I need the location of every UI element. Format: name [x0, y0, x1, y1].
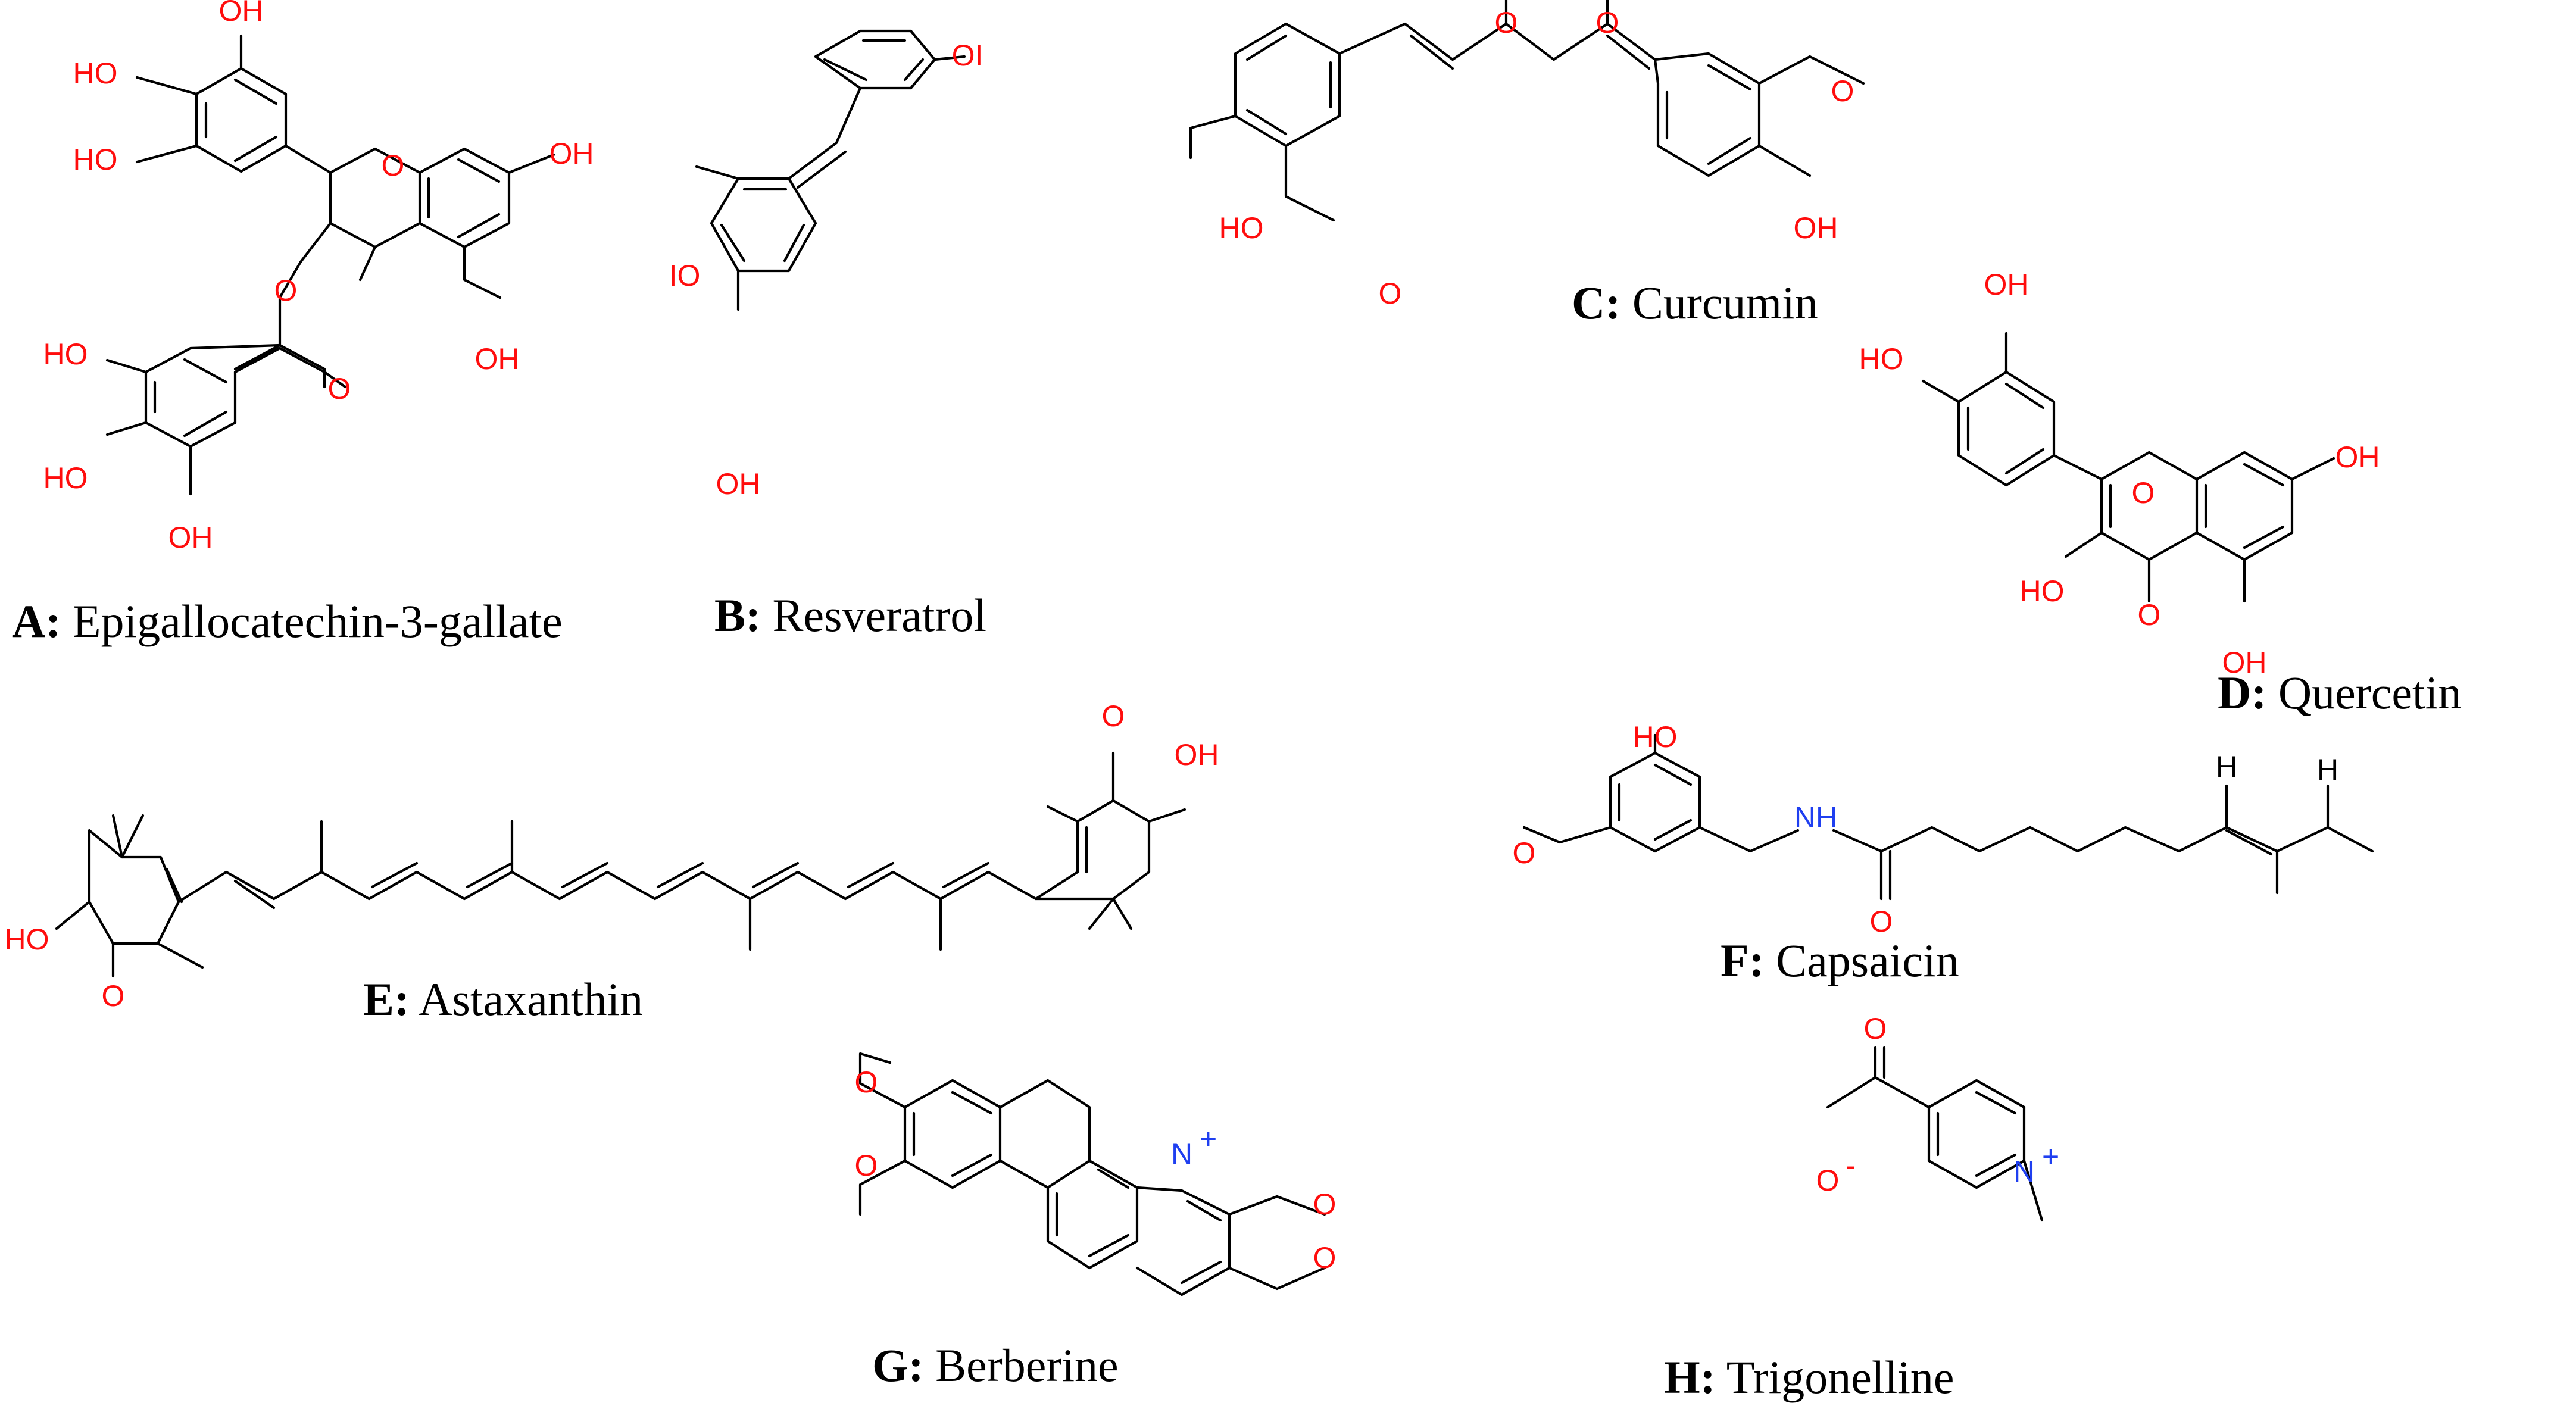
atom-label-o: O	[2132, 476, 2155, 510]
atom-label-ho: HO	[2020, 574, 2065, 608]
atom-label-o: O	[328, 372, 351, 405]
atom-label-oh-cut: OI	[952, 39, 983, 72]
atom-label-o: O	[855, 1066, 878, 1099]
atom-label-o: O	[1102, 699, 1125, 733]
atom-label-o: O	[1313, 1188, 1337, 1221]
atom-label-ho: HO	[1859, 342, 1904, 376]
structure-capsaicin	[1522, 733, 2374, 901]
atom-label-o: O	[1495, 6, 1518, 39]
atom-label-ho: HO	[73, 143, 118, 176]
atom-label-o: O	[382, 149, 405, 182]
atom-label-o: O	[1379, 277, 1402, 310]
atom-label-oh: OH	[549, 137, 594, 170]
atom-label-o: O	[102, 979, 125, 1013]
atom-label-oh: OH	[1794, 211, 1838, 245]
atom-label-o: O	[855, 1149, 878, 1182]
atom-label-o: O	[1864, 1012, 1887, 1045]
atom-label-h: H	[2317, 753, 2338, 786]
atom-label-o: O	[1870, 905, 1893, 938]
atom-label-o: O	[1313, 1241, 1337, 1274]
structure-resveratrol	[695, 29, 966, 311]
atom-label-ho-cut: IO	[669, 259, 701, 292]
atom-label-h: H	[2216, 750, 2237, 783]
structure-egcg	[105, 34, 555, 496]
caption-e: E: Astaxanthin	[363, 973, 643, 1025]
atom-label-ho: HO	[1633, 720, 1678, 754]
caption-c: C: Curcumin	[1572, 277, 1818, 329]
atom-label-ho: HO	[43, 461, 88, 495]
structure-astaxanthin	[55, 751, 1186, 978]
atom-label-o: O	[274, 274, 298, 307]
atom-label-n: N	[1171, 1137, 1192, 1170]
atom-label-oh: OH	[168, 521, 213, 554]
atom-label-o: O	[1831, 74, 1854, 108]
atom-label-oh: OH	[1984, 268, 2029, 301]
structure-trigonelline	[1826, 1046, 2044, 1222]
caption-a: A: Epigallocatechin-3-gallate	[12, 595, 563, 647]
caption-b: B: Resveratrol	[714, 589, 986, 641]
structure-berberine	[858, 1052, 1326, 1296]
atom-label-oh: OH	[475, 342, 520, 376]
atom-label-oh: OH	[2335, 440, 2380, 474]
atom-label-o: O	[1596, 6, 1619, 39]
atom-label-n: N	[2013, 1155, 2035, 1188]
atom-label-oh: OH	[2222, 646, 2267, 679]
atom-label-oh: OH	[1175, 738, 1219, 771]
atom-label-ho: HO	[43, 338, 88, 371]
atom-label-o: O	[1816, 1164, 1840, 1197]
atom-label-oh: OH	[716, 467, 761, 501]
atom-label-ho: HO	[73, 57, 118, 90]
structure-quercetin	[1921, 332, 2335, 603]
atom-label-o: O	[1513, 836, 1536, 870]
atom-label-ho: HO	[1219, 211, 1264, 245]
caption-f: F: Capsaicin	[1721, 935, 1959, 986]
atom-label-oh: OH	[219, 0, 264, 27]
atom-label-o: O	[2138, 598, 2161, 632]
charge-minus: -	[1846, 1149, 1856, 1182]
charge-plus: +	[2042, 1140, 2059, 1173]
caption-d: D: Quercetin	[2218, 667, 2461, 718]
atom-label-ho: HO	[5, 923, 49, 956]
atom-label-nh: NH	[1794, 801, 1837, 834]
structure-curcumin	[1189, 0, 1865, 222]
charge-plus: +	[1200, 1122, 1217, 1155]
caption-h: H: Trigonelline	[1664, 1351, 1954, 1403]
caption-g: G: Berberine	[872, 1339, 1119, 1391]
